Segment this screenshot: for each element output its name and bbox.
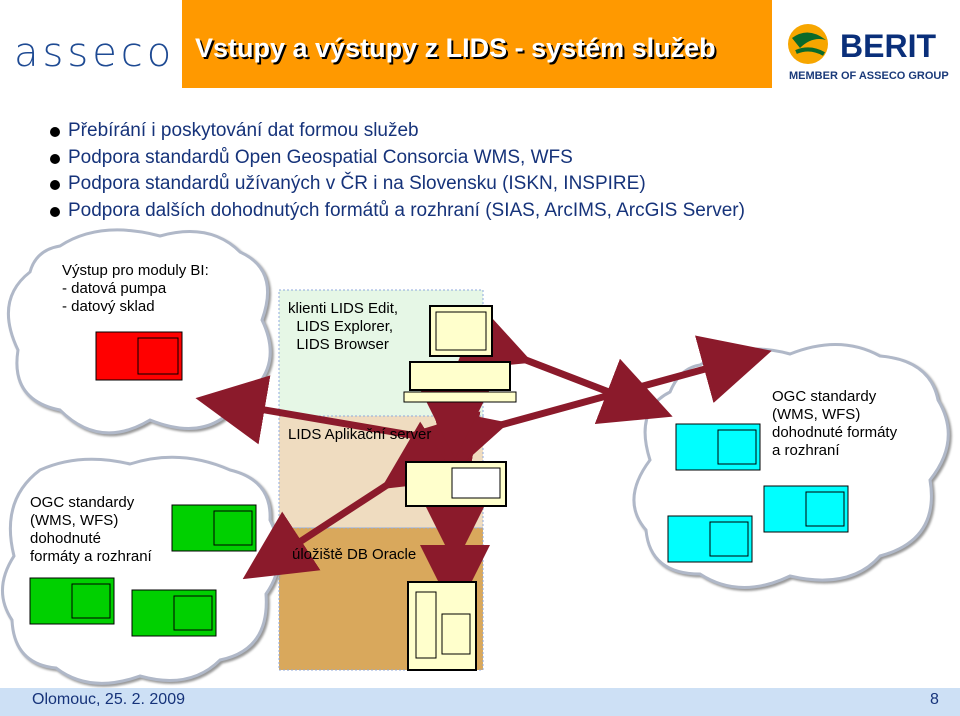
slide-title: Vstupy a výstupy z LIDS - systém služeb — [195, 33, 716, 63]
asseco-logo: asseco — [14, 30, 176, 76]
green-window-icon — [171, 504, 257, 552]
berit-globe-icon — [788, 24, 828, 64]
title-bar — [182, 0, 772, 88]
bullet-item: Podpora standardů užívaných v ČR i na Sl… — [50, 173, 745, 200]
app-server-label: LIDS Aplikační server — [288, 426, 432, 443]
red-window-icon — [95, 331, 183, 381]
bullet-dot-icon — [50, 127, 60, 137]
cloud-bi-label: Výstup pro moduly BI: - datová pumpa - d… — [62, 262, 209, 315]
footer-date: Olomouc, 25. 2. 2009 — [32, 691, 185, 708]
cloud-ogc-left-label: OGC standardy (WMS, WFS) dohodnuté formá… — [30, 494, 152, 565]
berit-tagline: MEMBER OF ASSECO GROUP — [789, 70, 949, 82]
footer-bar — [0, 688, 960, 716]
page-number: 8 — [930, 691, 939, 708]
cloud-ogc-left — [1, 455, 281, 685]
cyan-window-icon — [763, 485, 849, 533]
clients-label: klienti LIDS Edit, LIDS Explorer, LIDS B… — [288, 300, 399, 353]
database-icon — [407, 581, 477, 671]
arrow-client-right — [454, 304, 673, 425]
berit-logo: BERIT — [840, 28, 936, 64]
bullet-item: Přebírání i poskytování dat formou služe… — [50, 120, 745, 147]
arrow-ogc-left — [242, 421, 459, 580]
cyan-window-icon — [675, 423, 761, 471]
bullet-dot-icon — [50, 180, 60, 190]
bullet-dot-icon — [50, 206, 60, 217]
green-window-icon — [131, 589, 217, 637]
cyan-window-icon — [667, 515, 753, 563]
bullet-dot-icon — [50, 153, 60, 164]
db-label: úložiště DB Oracle — [292, 546, 417, 563]
client-computer-icon — [403, 305, 517, 403]
app-server-icon — [405, 461, 507, 507]
green-window-icon — [29, 577, 115, 625]
bullet-list: Přebírání i poskytování dat formou služe… — [50, 120, 745, 226]
cloud-ogc-right-label: OGC standardy (WMS, WFS) dohodnuté formá… — [772, 388, 898, 459]
bullet-item: Podpora dalších dohodnutých formátů a ro… — [50, 200, 745, 227]
bullet-item: Podpora standardů Open Geospatial Consor… — [50, 147, 745, 174]
